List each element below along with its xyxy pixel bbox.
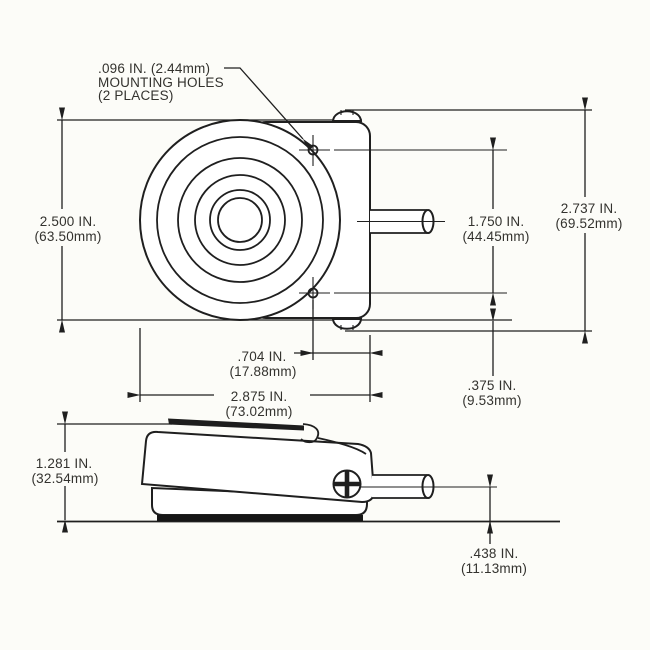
- dim-hole-to-edge-in: .704 IN.: [238, 349, 287, 364]
- dim-overall-height: 2.737 IN. (69.52mm): [549, 97, 627, 344]
- mounting-note-line2: MOUNTING HOLES: [98, 75, 224, 90]
- dim-side-height-in: 1.281 IN.: [36, 456, 93, 471]
- pedal-plate: [168, 418, 304, 431]
- cable-top-view: [357, 209, 445, 234]
- phillips-screw-icon: [332, 469, 362, 499]
- dim-hole-to-edge: .704 IN. (17.88mm): [229, 300, 383, 402]
- side-view: [57, 418, 560, 523]
- leader-arrow: [224, 67, 314, 151]
- dim-overall-height-mm: (69.52mm): [555, 216, 622, 231]
- dim-hole-spacing-in: 1.750 IN.: [468, 214, 525, 229]
- lid-inner-edge: [317, 437, 367, 455]
- dim-body-height-in: 2.500 IN.: [40, 214, 97, 229]
- top-view: [57, 109, 592, 332]
- rubber-pad: [157, 515, 363, 521]
- pedal-plate-end-cap: [300, 423, 320, 444]
- pedal-rings: [139, 119, 341, 321]
- mounting-note-line1: .096 IN. (2.44mm): [98, 61, 210, 76]
- dim-hole-to-edge-mm: (17.88mm): [229, 364, 296, 379]
- dim-hole-offset: .375 IN. (9.53mm): [462, 308, 521, 408]
- dim-body-height: 2.500 IN. (63.50mm): [18, 107, 116, 333]
- screw-top-icon: [331, 110, 363, 122]
- dim-overall-width: 2.875 IN. (73.02mm): [127, 328, 383, 419]
- cable-side-view: [361, 474, 497, 499]
- dim-side-height: 1.281 IN. (32.54mm): [24, 411, 172, 533]
- dim-overall-height-in: 2.737 IN.: [561, 201, 618, 216]
- mounting-hole-bottom-icon: [307, 287, 319, 299]
- dim-cable-height-mm: (11.13mm): [461, 561, 527, 576]
- dim-cable-height-in: .438 IN.: [470, 546, 519, 561]
- dim-hole-spacing: 1.750 IN. (44.45mm): [456, 137, 534, 306]
- dimensions-side-view: 1.281 IN. (32.54mm) .438 IN. (11.13mm): [24, 411, 527, 576]
- screw-bottom-icon: [331, 318, 363, 330]
- dim-hole-spacing-mm: (44.45mm): [462, 229, 529, 244]
- dim-body-height-mm: (63.50mm): [34, 229, 101, 244]
- dim-overall-width-mm: (73.02mm): [225, 404, 292, 419]
- dim-side-height-mm: (32.54mm): [31, 471, 98, 486]
- dimensions-top-view: .096 IN. (2.44mm) MOUNTING HOLES (2 PLAC…: [18, 61, 627, 419]
- mounting-note-line3: (2 PLACES): [98, 88, 174, 103]
- mounting-note: .096 IN. (2.44mm) MOUNTING HOLES (2 PLAC…: [98, 61, 314, 151]
- dim-hole-offset-mm: (9.53mm): [462, 393, 521, 408]
- dim-cable-height: .438 IN. (11.13mm): [461, 474, 527, 576]
- dim-overall-width-in: 2.875 IN.: [231, 389, 288, 404]
- switch-lid-side-view: [140, 430, 376, 504]
- dim-hole-offset-in: .375 IN.: [468, 378, 517, 393]
